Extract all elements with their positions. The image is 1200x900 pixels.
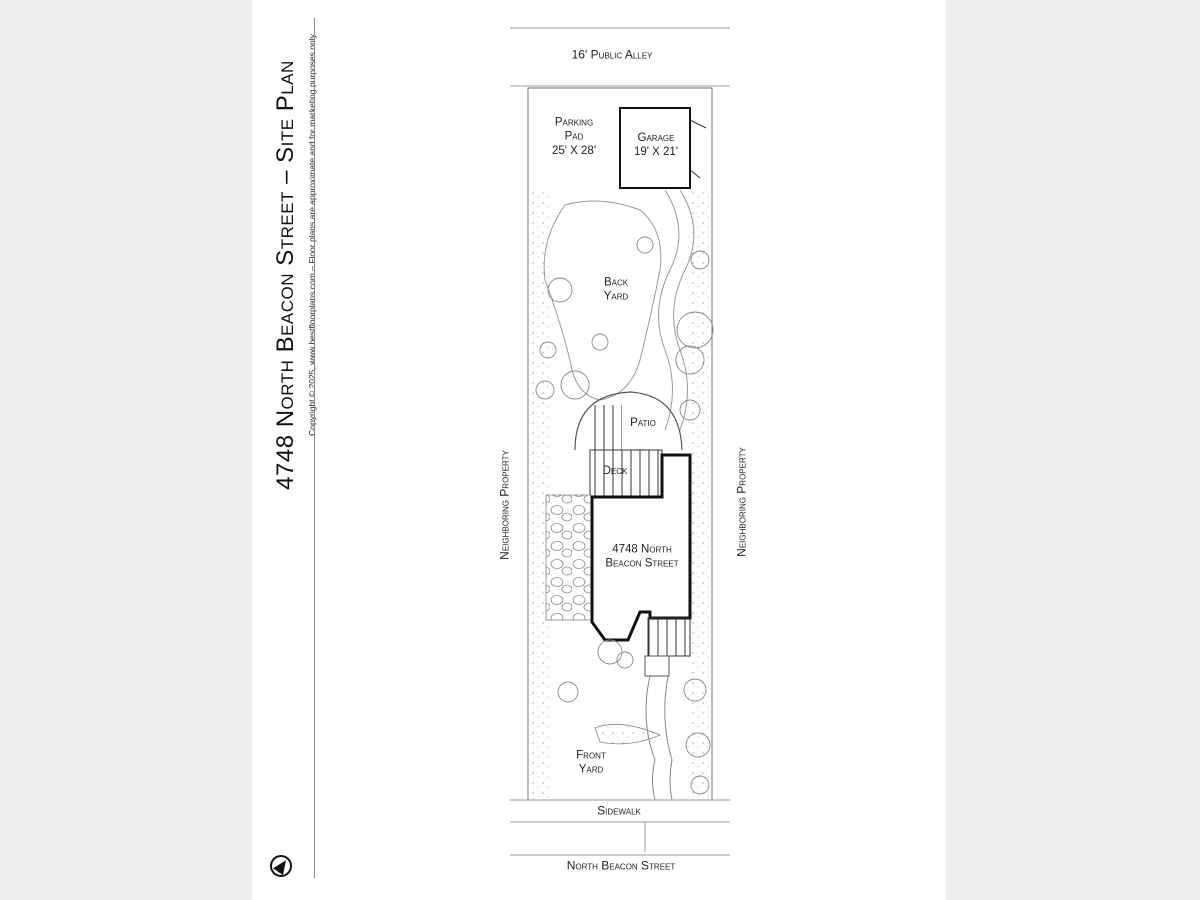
deck-label: Deck [602,464,628,477]
parking-pad-size: 25' X 28' [551,144,597,157]
garage-door-swing [689,119,707,179]
back-yard-lawn [543,200,662,401]
sidewalk-label: Sidewalk [597,803,641,818]
planting-bed-right [688,190,712,800]
back-yard-label: Back Yard [603,276,629,303]
neighbor-left-label: Neighboring Property [497,450,512,560]
front-walk-edge [664,675,673,801]
front-yard-shrubs [557,639,711,795]
patio-label: Patio [630,416,656,429]
front-stairs [647,617,691,657]
front-steps [644,655,670,677]
garden-path-edge [673,189,695,431]
alley-label: 16' Public Alley [571,47,653,62]
front-walk [645,675,656,801]
neighbor-right-label: Neighboring Property [734,447,749,557]
title-divider [314,18,315,878]
parking-pad-label: Parking Pad [554,116,594,143]
front-bed [594,723,662,745]
street-label: North Beacon Street [566,858,676,873]
garden-path [658,189,680,431]
garage-size: 19' X 21' [633,145,679,158]
patio-outline [574,391,683,451]
front-yard-label: Front Yard [576,749,606,776]
stone-walkway [545,494,592,621]
house-outline [590,453,692,642]
north-arrow-icon [270,855,292,877]
garage-label: Garage [637,131,675,144]
garage-outline [619,107,691,189]
house-label: 4748 North Beacon Street [605,543,679,570]
deck-platform [589,449,663,497]
back-yard-shrubs [535,236,714,421]
